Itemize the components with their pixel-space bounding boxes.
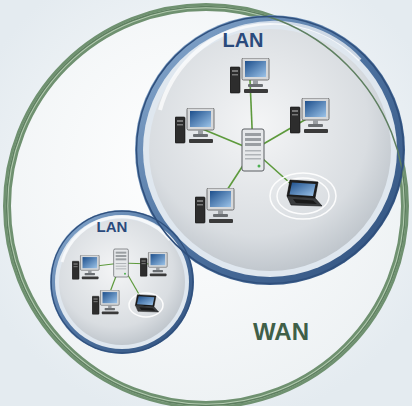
region-label: LAN: [222, 29, 263, 52]
lan-region: LAN: [135, 15, 405, 285]
lan-region: LAN: [50, 210, 194, 354]
region-border: [137, 17, 404, 284]
region-border: [51, 211, 193, 353]
region-outline: [135, 15, 405, 285]
region-border: [7, 7, 406, 406]
region-outline: [5, 5, 407, 406]
region-label: LAN: [97, 218, 128, 235]
wan-region: WAN LAN LAN: [5, 5, 407, 406]
region-label: WAN: [253, 318, 309, 346]
